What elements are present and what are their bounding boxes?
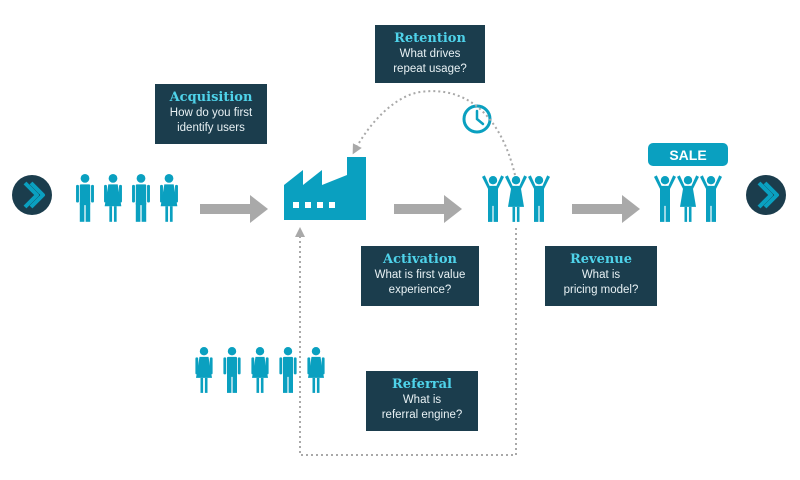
retention-person-icon bbox=[505, 175, 527, 222]
acquisition-line-2: identify users bbox=[177, 122, 245, 134]
acquisition-title: Acquisition bbox=[169, 90, 253, 105]
acquisition-box: Acquisition How do you first identify us… bbox=[155, 84, 267, 144]
revenue-title: Revenue bbox=[569, 252, 633, 267]
referral-users-crowd bbox=[195, 347, 325, 393]
retention-line-2: repeat usage? bbox=[393, 63, 467, 75]
retention-person-icon bbox=[528, 175, 550, 222]
retention-loop-arrow bbox=[352, 90, 516, 176]
flow-arrow-ret-to-rev bbox=[572, 195, 640, 223]
retention-person-icon bbox=[482, 175, 504, 222]
sale-sign: SALE bbox=[648, 143, 728, 166]
revenue-person-icon bbox=[700, 175, 722, 222]
acquisition-users-crowd bbox=[76, 174, 178, 222]
activation-box: Activation What is first value experienc… bbox=[361, 246, 479, 306]
acquisition-person-icon bbox=[160, 174, 178, 222]
revenue-users-group bbox=[654, 175, 722, 222]
acquisition-person-icon bbox=[104, 174, 122, 222]
activation-line-1: What is first value bbox=[374, 269, 466, 281]
sale-sign-label: SALE bbox=[669, 147, 706, 163]
acquisition-line-1: How do you first bbox=[169, 107, 253, 119]
referral-box: Referral What is referral engine? bbox=[366, 371, 478, 431]
activation-line-2: experience? bbox=[388, 284, 452, 296]
revenue-box: Revenue What is pricing model? bbox=[545, 246, 657, 306]
referral-person-icon bbox=[251, 347, 269, 393]
factory-icon bbox=[284, 157, 366, 220]
retention-line-1: What drives bbox=[399, 48, 461, 60]
revenue-line-1: What is bbox=[581, 269, 621, 281]
revenue-person-icon bbox=[677, 175, 699, 222]
end-chevron-icon bbox=[746, 175, 786, 215]
acquisition-person-icon bbox=[132, 174, 150, 222]
referral-line-2: referral engine? bbox=[381, 409, 463, 421]
start-chevron-icon bbox=[12, 175, 52, 215]
referral-line-1: What is bbox=[402, 394, 442, 406]
activation-title: Activation bbox=[383, 252, 457, 267]
flow-arrow-acq-to-act bbox=[200, 195, 268, 223]
revenue-person-icon bbox=[654, 175, 676, 222]
retention-box: Retention What drives repeat usage? bbox=[375, 25, 485, 83]
retention-users-group bbox=[482, 175, 550, 222]
referral-person-icon bbox=[307, 347, 325, 393]
flow-arrow-act-to-ret bbox=[394, 195, 462, 223]
referral-loop-arrow bbox=[295, 227, 517, 456]
referral-person-icon bbox=[195, 347, 213, 393]
referral-title: Referral bbox=[392, 377, 452, 392]
retention-title: Retention bbox=[394, 31, 466, 46]
referral-person-icon bbox=[223, 347, 241, 393]
revenue-line-2: pricing model? bbox=[563, 284, 639, 296]
clock-icon bbox=[462, 104, 492, 134]
acquisition-person-icon bbox=[76, 174, 94, 222]
referral-person-icon bbox=[279, 347, 297, 393]
